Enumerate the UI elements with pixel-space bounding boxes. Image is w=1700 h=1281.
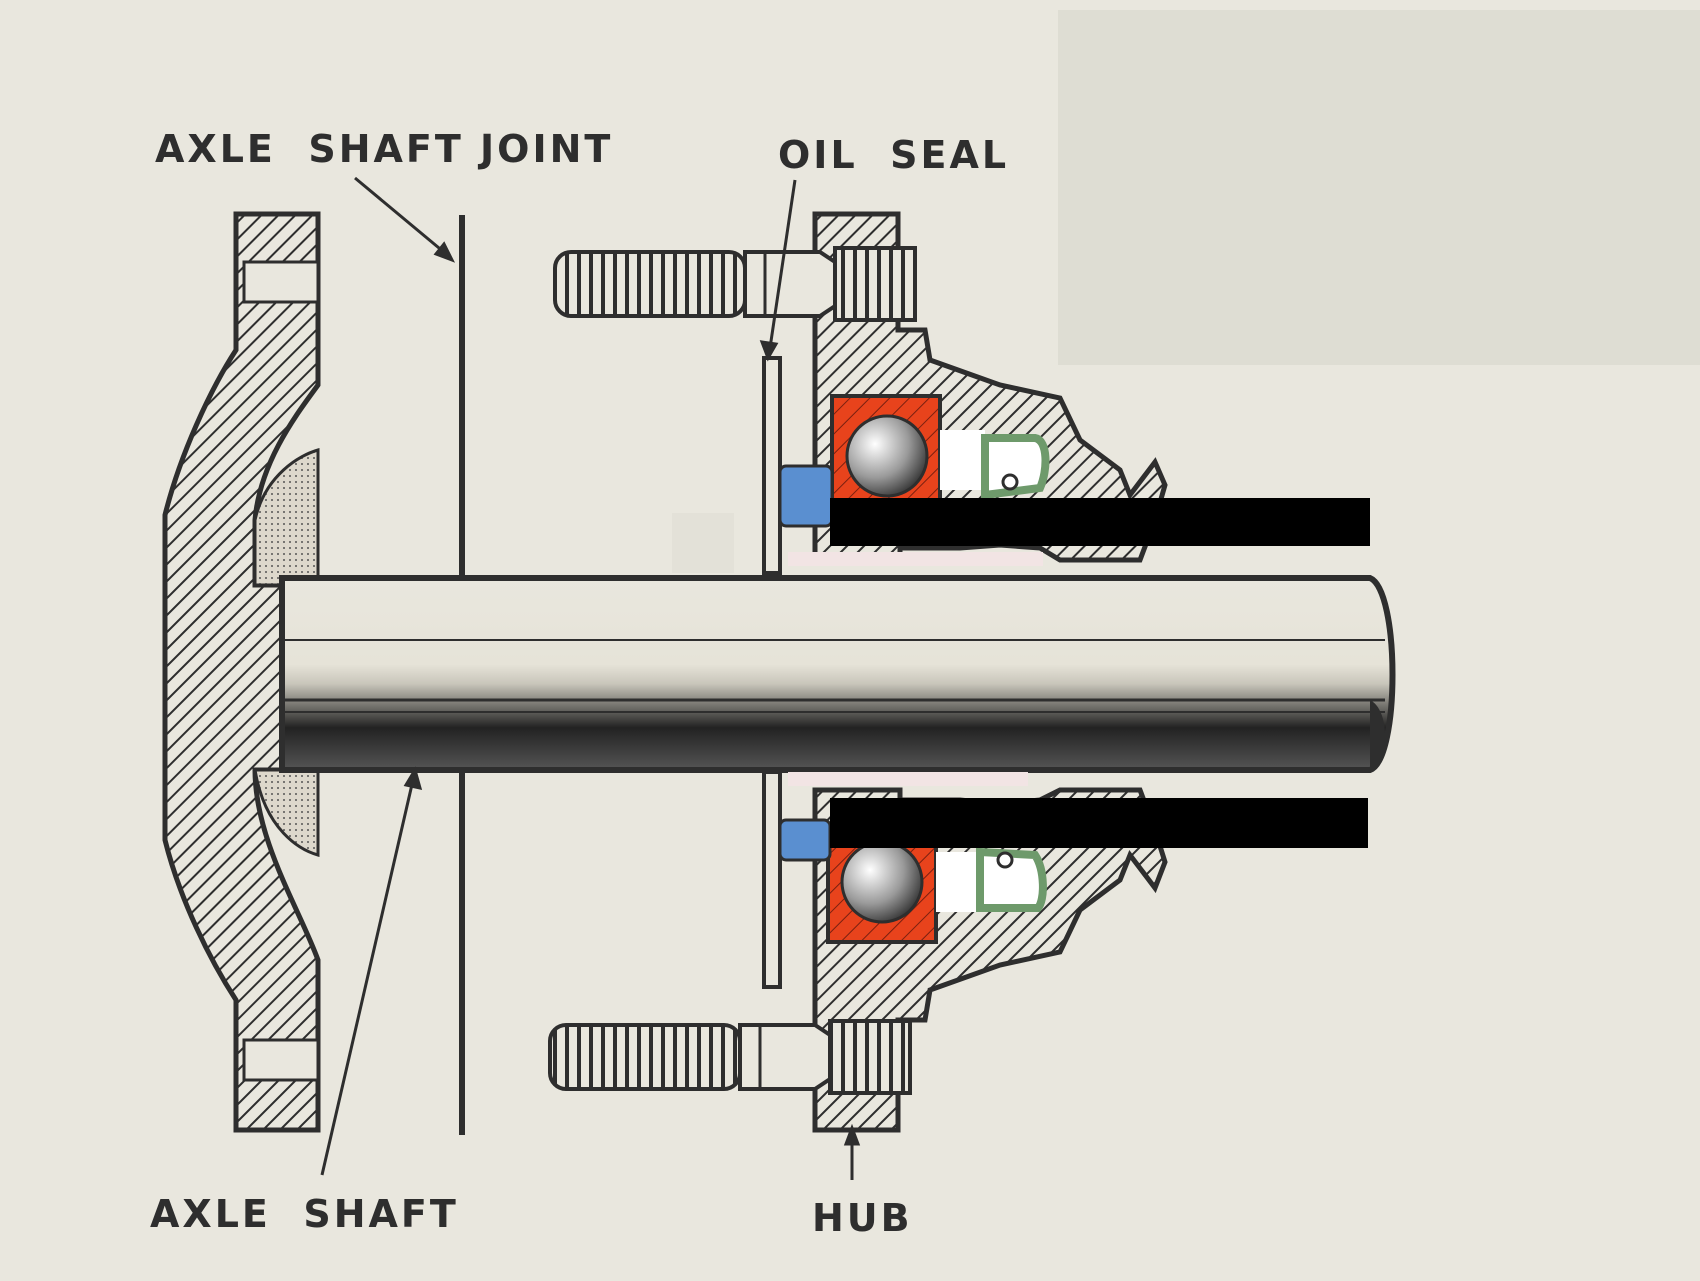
bearing-nut-top [778, 464, 834, 528]
axle-shaft-flange [162, 211, 321, 1133]
label-oil-seal: OIL SEAL [778, 133, 1009, 177]
spacer-strip-bottom [788, 772, 1028, 786]
wheel-stud-top [553, 246, 917, 322]
wheel-stud-bottom [548, 1019, 912, 1095]
paper-patch [672, 513, 734, 573]
leader-lines [320, 176, 861, 1180]
redaction-bar-top [830, 498, 1370, 546]
bearing-nut-bottom [778, 818, 832, 862]
paper-patch [1058, 10, 1700, 365]
redaction-bar-bottom [830, 798, 1368, 848]
label-axle-shaft: AXLE SHAFT [150, 1192, 459, 1236]
spacer-strip-top [788, 552, 1043, 566]
oil-seal-bottom [976, 847, 1047, 912]
label-axle-shaft-joint: AXLE SHAFT JOINT [155, 127, 613, 171]
label-hub: HUB [812, 1196, 913, 1240]
wheel-bearing-bottom [826, 828, 981, 944]
wheel-bearing-top [830, 394, 985, 518]
oil-seal-top [981, 434, 1050, 500]
axle-shaft [279, 575, 1396, 773]
retaining-plate-top [762, 356, 782, 575]
retaining-plate-bottom [762, 770, 782, 989]
